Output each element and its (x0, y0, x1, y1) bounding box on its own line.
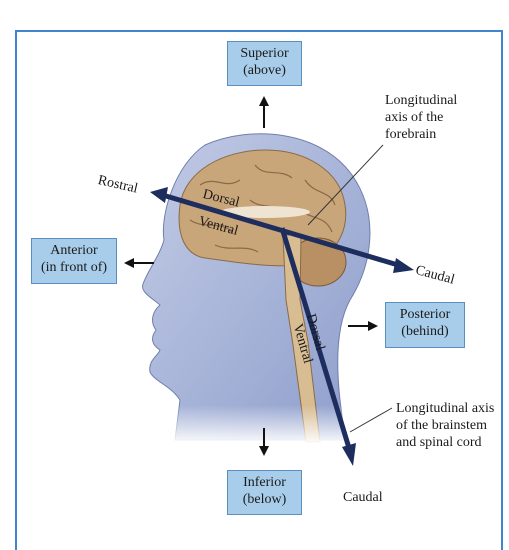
forebrain-caption-line-1: Longitudinal (385, 93, 458, 108)
brainstem-caption-line-1: Longitudinal axis (396, 401, 495, 416)
superior-sublabel: (above) (243, 63, 286, 78)
anterior-box: Anterior (in front of) (31, 238, 117, 284)
rostral-arrowhead (150, 187, 168, 203)
posterior-box: Posterior (behind) (385, 302, 465, 348)
anterior-label: Anterior (50, 243, 98, 258)
inferior-box: Inferior (below) (227, 470, 302, 515)
forebrain-caption-line-2: axis of the (385, 110, 444, 125)
caudal-brainstem-arrowhead (342, 443, 356, 466)
figure-frame (15, 30, 503, 550)
brainstem-caption: Longitudinal axis of the brainstem and s… (396, 400, 494, 451)
gyri-pattern (189, 164, 336, 253)
caudal-brainstem-label: Caudal (343, 490, 383, 505)
brainstem-caption-line-2: of the brainstem (396, 418, 487, 433)
anterior-sublabel: (in front of) (40, 260, 108, 275)
inferior-sublabel: (below) (242, 492, 287, 507)
corpus-callosum (220, 206, 310, 218)
brainstem-leader (349, 407, 393, 433)
posterior-sublabel: (behind) (401, 324, 449, 339)
posterior-label: Posterior (399, 307, 451, 322)
caudal-forebrain-arrowhead (393, 258, 414, 273)
forebrain-caption: Longitudinal axis of the forebrain (385, 92, 457, 143)
forebrain-leader (307, 144, 384, 226)
forebrain-caption-line-3: forebrain (385, 127, 437, 142)
brainstem-caption-line-3: and spinal cord (396, 435, 482, 450)
superior-box: Superior (above) (227, 41, 302, 86)
superior-label: Superior (240, 46, 289, 61)
inferior-label: Inferior (243, 475, 286, 490)
brainstem-axis-line (279, 227, 352, 449)
head-brain-illustration (124, 96, 414, 466)
